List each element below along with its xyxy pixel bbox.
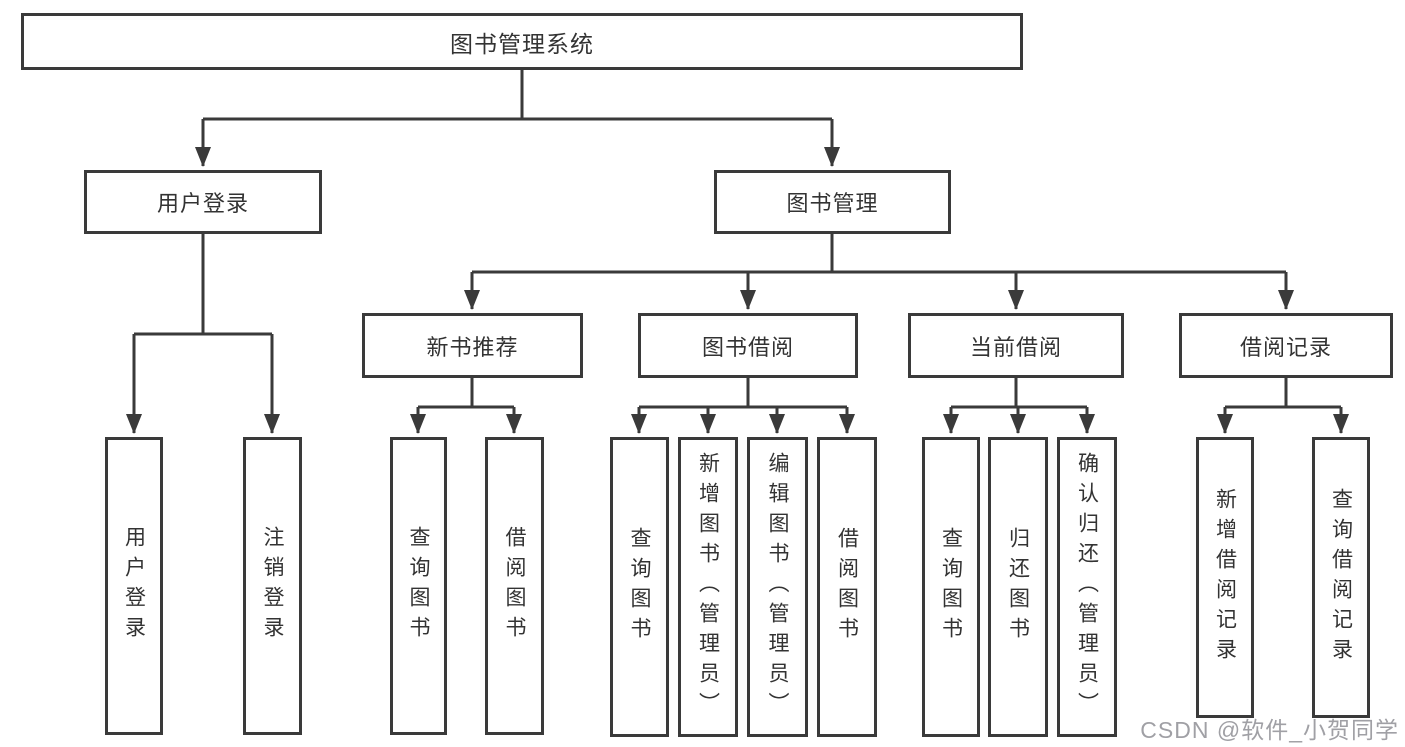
watermark: CSDN @软件_小贺同学 — [1140, 717, 1399, 743]
node-current-borrowing: 当前借阅 — [908, 313, 1124, 378]
node-user-login-label: 用户登录 — [156, 191, 249, 216]
leaf-query-borrow-record-label: 查询借阅记录 — [1329, 487, 1353, 668]
node-library-system: 图书管理系统 — [21, 13, 1023, 70]
leaf-return-book: 归还图书 — [988, 437, 1048, 737]
node-new-book-recommend-label: 新书推荐 — [426, 334, 519, 360]
leaf-query-books-borrowing-label: 查询图书 — [628, 527, 651, 647]
leaf-logout-label: 注销登录 — [261, 526, 284, 646]
node-borrowing-records: 借阅记录 — [1179, 313, 1393, 378]
node-library-system-label: 图书管理系统 — [450, 30, 594, 57]
node-book-borrowing: 图书借阅 — [638, 313, 858, 378]
node-book-borrowing-label: 图书借阅 — [701, 334, 794, 360]
leaf-logout: 注销登录 — [243, 437, 302, 735]
node-user-login: 用户登录 — [84, 170, 322, 234]
leaf-query-books-borrowing: 查询图书 — [610, 437, 669, 737]
leaf-add-book-admin: 新增图书（管理员） — [678, 437, 738, 737]
node-current-borrowing-label: 当前借阅 — [969, 334, 1062, 360]
leaf-query-borrow-record: 查询借阅记录 — [1312, 437, 1370, 718]
node-book-management: 图书管理 — [714, 170, 951, 234]
leaf-query-books-recommend: 查询图书 — [390, 437, 447, 735]
leaf-confirm-return-admin-label: 确认归还（管理员） — [1075, 452, 1099, 722]
leaf-borrow-books-recommend-label: 借阅图书 — [503, 526, 526, 646]
leaf-user-login-label: 用户登录 — [122, 526, 146, 646]
leaf-user-login: 用户登录 — [105, 437, 163, 735]
leaf-query-books-current-label: 查询图书 — [939, 527, 963, 647]
leaf-borrow-books-borrowing-label: 借阅图书 — [835, 527, 859, 647]
leaf-add-borrow-record: 新增借阅记录 — [1196, 437, 1254, 718]
leaf-edit-book-admin: 编辑图书（管理员） — [747, 437, 808, 737]
leaf-confirm-return-admin: 确认归还（管理员） — [1057, 437, 1117, 737]
node-new-book-recommend: 新书推荐 — [362, 313, 583, 378]
node-book-management-label: 图书管理 — [786, 191, 879, 216]
leaf-edit-book-admin-label: 编辑图书（管理员） — [766, 452, 789, 722]
leaf-add-borrow-record-label: 新增借阅记录 — [1213, 487, 1237, 668]
leaf-return-book-label: 归还图书 — [1006, 527, 1030, 647]
leaf-borrow-books-recommend: 借阅图书 — [485, 437, 544, 735]
leaf-add-book-admin-label: 新增图书（管理员） — [696, 452, 720, 722]
node-borrowing-records-label: 借阅记录 — [1239, 334, 1332, 360]
leaf-query-books-recommend-label: 查询图书 — [407, 526, 430, 646]
leaf-query-books-current: 查询图书 — [922, 437, 980, 737]
leaf-borrow-books-borrowing: 借阅图书 — [817, 437, 877, 737]
